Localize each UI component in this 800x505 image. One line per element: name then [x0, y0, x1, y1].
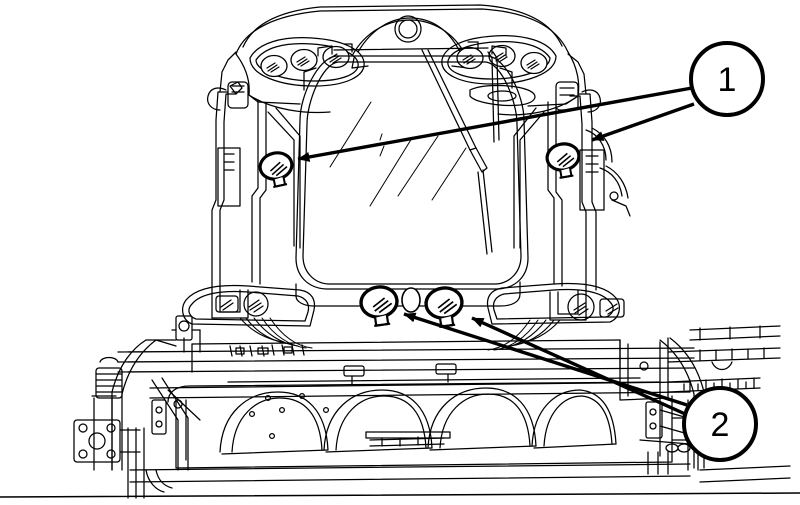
cab-roof	[235, 4, 580, 116]
callout-2[interactable]: 2	[682, 386, 758, 462]
header-main-beam	[117, 315, 695, 385]
fastener-marker-upper-left	[258, 151, 294, 188]
right-end-support	[639, 337, 791, 483]
feeder-house-shroud	[182, 281, 620, 327]
callout-1[interactable]: 1	[689, 41, 765, 117]
leader-2b	[471, 316, 695, 420]
fastener-markers	[258, 142, 581, 328]
auger-flighting	[219, 387, 617, 455]
machine-drawing	[0, 4, 800, 499]
trough-hardware	[248, 392, 451, 447]
leader-1b	[591, 102, 695, 142]
auger-drive-housing	[619, 325, 781, 401]
mid-work-lights-right	[567, 293, 625, 321]
cab-side-structure-right	[513, 53, 631, 291]
leader-1a	[297, 86, 693, 162]
header-trough	[0, 377, 800, 498]
left-end-support	[73, 339, 201, 499]
cab-side-structure-left	[206, 51, 301, 289]
callout-1-circle[interactable]	[689, 41, 765, 117]
leader-2a	[403, 312, 688, 407]
center-latch-oval	[401, 287, 421, 313]
fastener-marker-upper-right	[545, 142, 581, 179]
fastener-marker-lower-right	[424, 286, 464, 328]
callout-1-label: 1	[718, 61, 737, 99]
callout-leader-lines	[297, 86, 695, 420]
mid-work-lights-left	[215, 291, 269, 317]
callout-2-circle[interactable]	[682, 386, 758, 462]
callout-2-label: 2	[711, 406, 730, 444]
fastener-marker-lower-left	[359, 285, 399, 327]
